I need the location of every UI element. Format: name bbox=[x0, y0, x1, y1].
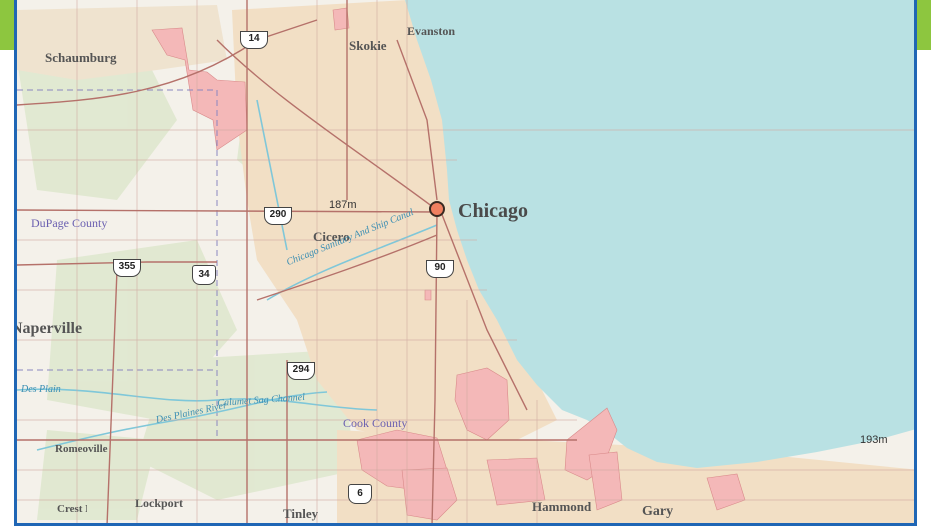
lake-michigan bbox=[405, 0, 914, 468]
interstate-14-shield: 14 bbox=[240, 31, 268, 49]
map-canvas bbox=[17, 0, 914, 523]
city-label-gary: Gary bbox=[642, 504, 674, 519]
city-label-tinley: Tinley bbox=[283, 506, 319, 521]
highlighted-areas bbox=[151, 7, 746, 521]
interstate-294-shield: 294 bbox=[287, 362, 315, 380]
elevation-label-lakefront: 193m bbox=[860, 434, 888, 446]
interstate-290-shield: 290 bbox=[264, 207, 292, 225]
interstate-90-shield: 90 bbox=[426, 260, 454, 278]
accent-bar-left bbox=[0, 0, 16, 50]
city-label-cicero: Cicero bbox=[313, 229, 350, 244]
city-label-hammond: Hammond bbox=[532, 499, 592, 514]
interstate-355-shield: 355 bbox=[113, 259, 141, 277]
elevation-label-chicago: 187m bbox=[329, 199, 357, 211]
us-route-6-shield: 6 bbox=[348, 484, 372, 504]
location-dot-icon bbox=[429, 201, 445, 217]
city-label-naperville: Naperville bbox=[14, 320, 83, 337]
urban-area bbox=[232, 0, 557, 445]
city-label-skokie: Skokie bbox=[349, 38, 387, 53]
minor-roads bbox=[17, 0, 914, 523]
city-label-romeoville: Romeoville bbox=[55, 443, 108, 455]
city-label-lockport: Lockport bbox=[135, 496, 183, 510]
chicago-area-map: 14 290 355 90 294 34 6 Schaumburg Evanst… bbox=[14, 0, 917, 526]
main-city-label: Chicago bbox=[458, 200, 528, 222]
us-route-34-shield: 34 bbox=[192, 265, 216, 285]
city-label-schaumburg: Schaumburg bbox=[45, 50, 117, 65]
city-label-evanston: Evanston bbox=[407, 24, 456, 38]
city-label-crest-hill: Crest Hill bbox=[57, 503, 87, 515]
waterway-label-des-plaines-river-west: Des Plaines River bbox=[21, 384, 61, 395]
accent-bar-right bbox=[915, 0, 931, 50]
county-label-cook: Cook County bbox=[343, 416, 408, 430]
county-label-dupage: DuPage County bbox=[31, 216, 108, 230]
urban-area-north bbox=[17, 5, 227, 80]
